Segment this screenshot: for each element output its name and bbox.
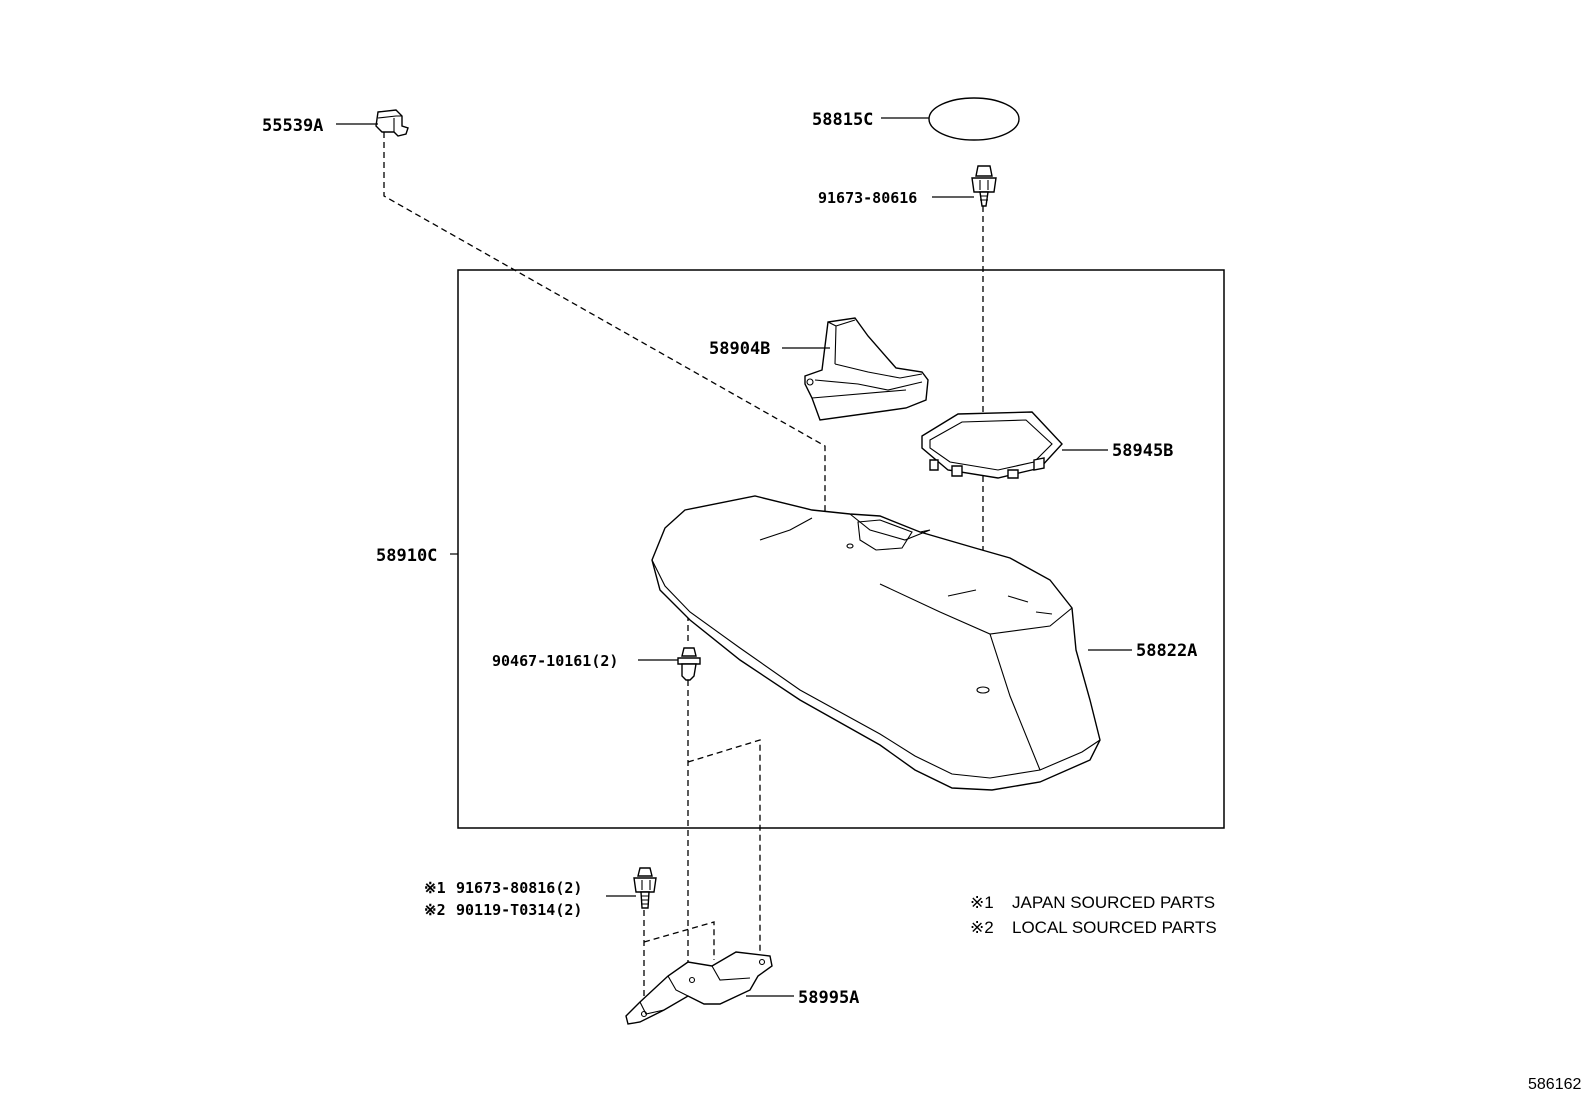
clip-55539a-icon — [375, 109, 409, 137]
note-2-mark: ※2 — [970, 918, 994, 937]
clip-90467-10161-icon — [677, 647, 701, 681]
label-90467-10161: 90467-10161(2) — [492, 652, 618, 670]
console-box-58822a-icon — [651, 495, 1101, 791]
dash-line-bracket-left — [643, 921, 715, 960]
screw-91673-80616-icon — [971, 165, 997, 207]
bracket-58995a-icon — [625, 951, 773, 1025]
boot-58904b-icon — [804, 317, 929, 421]
label-58904b: 58904B — [709, 339, 770, 359]
marker-2: ※2 — [424, 901, 446, 919]
note-1-mark: ※1 — [970, 893, 994, 912]
label-58815c: 58815C — [812, 110, 873, 130]
label-55539a: 55539A — [262, 116, 323, 136]
label-90119-t0314: 90119-T0314(2) — [456, 901, 582, 919]
assembly-frame — [457, 269, 1225, 829]
trim-ring-58945b-icon — [921, 411, 1063, 479]
label-91673-80616: 91673-80616 — [818, 189, 917, 207]
note-2-text: LOCAL SOURCED PARTS — [1012, 918, 1217, 937]
note-1-text: JAPAN SOURCED PARTS — [1012, 893, 1215, 912]
dash-line-bracket-right — [687, 739, 761, 960]
label-58995a: 58995A — [798, 988, 859, 1008]
plug-58815c-icon — [928, 97, 1020, 141]
label-91673-80816: 91673-80816(2) — [456, 879, 582, 897]
bolt-91673-80816-icon — [633, 867, 657, 909]
marker-1: ※1 — [424, 879, 446, 897]
label-58910c: 58910C — [376, 546, 437, 566]
dash-line-55539a — [383, 132, 826, 512]
label-58822a: 58822A — [1136, 641, 1197, 661]
label-58945b: 58945B — [1112, 441, 1173, 461]
figure-number: 586162 — [1528, 1076, 1581, 1093]
